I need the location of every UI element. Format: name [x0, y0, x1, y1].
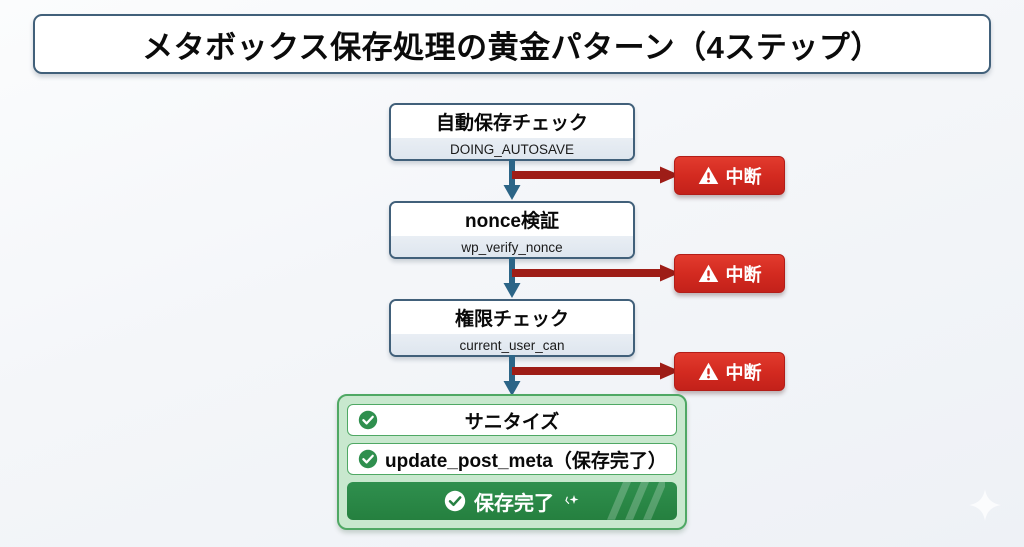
step-subtitle: DOING_AUTOSAVE	[391, 138, 633, 159]
abort-badge: 中断	[674, 254, 785, 293]
banner-stripes-decoration	[601, 482, 665, 520]
abort-arrow-right-icon	[512, 362, 680, 380]
success-item-sanitize: サニタイズ	[347, 404, 677, 437]
sparkle-icon	[562, 492, 580, 510]
abort-label: 中断	[725, 362, 762, 383]
success-banner-label: 保存完了	[474, 492, 554, 515]
step-title: 自動保存チェック	[391, 105, 633, 138]
warning-triangle-icon	[698, 264, 719, 283]
success-item-label: サニタイズ	[464, 411, 560, 433]
page-title: メタボックス保存処理の黄金パターン（4ステップ）	[142, 29, 882, 65]
check-circle-icon	[358, 449, 378, 469]
abort-arrow-right-icon	[512, 166, 680, 184]
warning-triangle-icon	[698, 166, 719, 185]
success-item-label: update_post_meta（保存完了）	[385, 450, 667, 472]
success-banner: 保存完了	[347, 482, 677, 520]
abort-badge: 中断	[674, 156, 785, 195]
success-group: サニタイズ update_post_meta（保存完了） 保存完了	[337, 394, 687, 530]
abort-label: 中断	[725, 264, 762, 285]
step-box-nonce-verify: nonce検証 wp_verify_nonce	[389, 201, 635, 259]
step-subtitle: current_user_can	[391, 334, 633, 355]
abort-badge: 中断	[674, 352, 785, 391]
step-box-autosave-check: 自動保存チェック DOING_AUTOSAVE	[389, 103, 635, 161]
flow-arrow-down-icon	[503, 159, 521, 201]
flow-arrow-down-icon	[503, 257, 521, 299]
step-title: 権限チェック	[391, 301, 633, 334]
abort-label: 中断	[725, 166, 762, 187]
page-title-box: メタボックス保存処理の黄金パターン（4ステップ）	[33, 14, 991, 74]
step-subtitle: wp_verify_nonce	[391, 236, 633, 257]
flow-arrow-down-icon	[503, 355, 521, 397]
warning-triangle-icon	[698, 362, 719, 381]
step-title: nonce検証	[391, 203, 633, 236]
abort-arrow-right-icon	[512, 264, 680, 282]
check-circle-icon	[444, 490, 466, 512]
success-item-update-post-meta: update_post_meta（保存完了）	[347, 443, 677, 476]
check-circle-icon	[358, 410, 378, 430]
sparkle-icon	[968, 488, 1002, 522]
step-box-capability-check: 権限チェック current_user_can	[389, 299, 635, 357]
